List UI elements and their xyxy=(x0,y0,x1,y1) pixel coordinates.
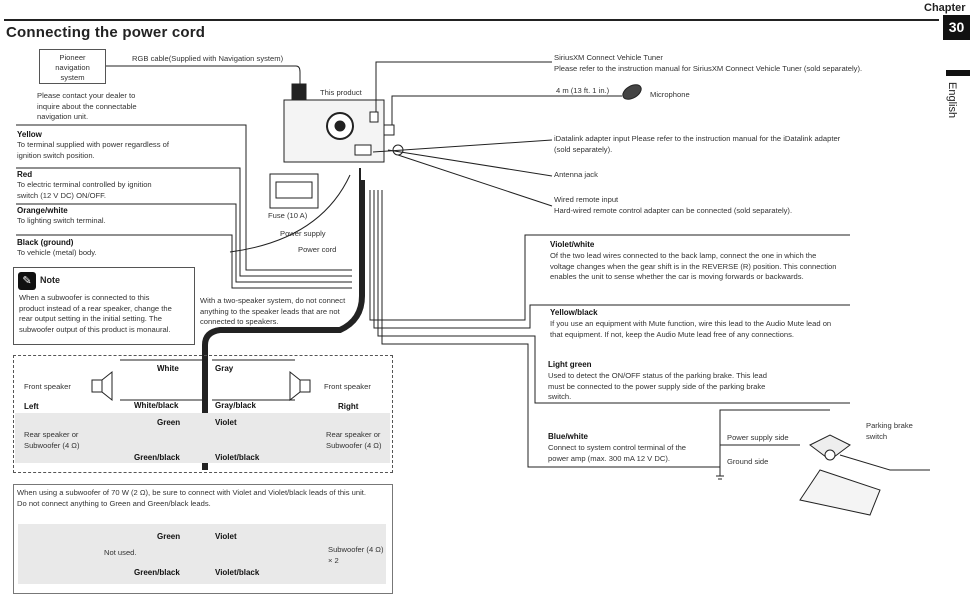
wired-remote-desc: Hard-wired remote control adapter can be… xyxy=(554,206,793,215)
power-supply-side: Power supply side xyxy=(727,433,789,442)
note-title: Note xyxy=(40,275,60,285)
lead-red-name: Red xyxy=(17,170,33,179)
wire-violet: Violet xyxy=(215,418,237,427)
rear-left-bg xyxy=(15,413,200,463)
left-label: Left xyxy=(24,402,39,411)
lead-violet-white-desc: Of the two lead wires connected to the b… xyxy=(550,251,837,281)
note-text: When a subwoofer is connected to this pr… xyxy=(19,293,172,334)
page-title: Connecting the power cord xyxy=(6,24,206,41)
this-product-label: This product xyxy=(320,88,362,97)
not-used-label: Not used. xyxy=(104,548,137,557)
lead-blue-white-desc: Connect to system control terminal of th… xyxy=(548,443,687,463)
rear-right-bg xyxy=(200,413,390,463)
note-pencil-icon: ✎ xyxy=(18,272,36,290)
title-rule xyxy=(4,19,939,21)
lead-orange-desc: To lighting switch terminal. xyxy=(17,216,106,225)
sub-wire-violet-black: Violet/black xyxy=(215,568,260,577)
right-label: Right xyxy=(338,402,359,411)
wire-gray-black: Gray/black xyxy=(215,401,256,410)
idatalink-label: iDatalink adapter input Please refer to … xyxy=(554,134,841,154)
lead-red-desc: To electric terminal controlled by ignit… xyxy=(17,180,152,200)
lead-yellow-black-desc: If you use an equipment with Mute functi… xyxy=(550,319,832,339)
speaker-section xyxy=(13,355,393,473)
wire-white-black: White/black xyxy=(134,401,179,410)
rear-speaker-right: Rear speaker or Subwoofer (4 Ω) xyxy=(326,430,382,450)
mic-length: 4 m (13 ft. 1 in.) xyxy=(556,86,610,95)
lead-yellow-black-name: Yellow/black xyxy=(550,308,598,317)
siriusxm-desc: Please refer to the instruction manual f… xyxy=(554,64,863,73)
microphone-label: Microphone xyxy=(650,90,690,99)
lead-orange-name: Orange/white xyxy=(17,206,68,215)
lead-yellow-name: Yellow xyxy=(17,130,42,139)
wire-violet-black: Violet/black xyxy=(215,453,260,462)
nav-system-box: Pioneer navigation system xyxy=(39,49,106,84)
fuse-label: Fuse (10 A) xyxy=(268,211,308,220)
subwoofer-section xyxy=(13,484,393,594)
front-speaker-right: Front speaker xyxy=(324,382,371,391)
lead-black-desc: To vehicle (metal) body. xyxy=(17,248,97,257)
ground-side: Ground side xyxy=(727,457,769,466)
lead-black-name: Black (ground) xyxy=(17,238,74,247)
note-box xyxy=(13,267,195,345)
subwoofer-note: When using a subwoofer of 70 W (2 Ω), be… xyxy=(17,488,366,508)
sub-wire-green-black: Green/black xyxy=(134,568,180,577)
subwoofer-bg xyxy=(18,524,386,584)
wire-white: White xyxy=(157,364,179,373)
front-speaker-left: Front speaker xyxy=(24,382,71,391)
language-bar xyxy=(946,70,970,76)
lead-blue-white-name: Blue/white xyxy=(548,432,589,441)
lead-yellow-desc: To terminal supplied with power regardle… xyxy=(17,140,169,160)
siriusxm-title: SiriusXM Connect Vehicle Tuner xyxy=(554,53,663,62)
antenna-label: Antenna jack xyxy=(554,170,598,179)
chapter-number: 30 xyxy=(943,15,970,40)
chapter-label: Chapter xyxy=(924,2,966,14)
parking-brake-switch-label: Parking brake switch xyxy=(866,421,913,441)
dealer-note: Please contact your dealer to inquire ab… xyxy=(37,91,137,121)
lead-violet-white-name: Violet/white xyxy=(550,240,595,249)
wired-remote-title: Wired remote input xyxy=(554,195,619,204)
rgb-cable-label: RGB cable(Supplied with Navigation syste… xyxy=(132,54,284,63)
wire-green: Green xyxy=(157,418,181,427)
lead-light-green-desc: Used to detect the ON/OFF status of the … xyxy=(548,371,767,401)
lead-light-green-name: Light green xyxy=(548,360,592,369)
power-cord-label: Power cord xyxy=(298,245,337,254)
subwoofer-label: Subwoofer (4 Ω) × 2 xyxy=(328,545,384,565)
sub-wire-green: Green xyxy=(157,532,181,541)
sub-wire-violet: Violet xyxy=(215,532,237,541)
rear-speaker-left: Rear speaker or Subwoofer (4 Ω) xyxy=(24,430,80,450)
power-supply-label: Power supply xyxy=(280,229,326,238)
two-speaker-note: With a two-speaker system, do not connec… xyxy=(200,296,346,326)
wire-green-black: Green/black xyxy=(134,453,180,462)
wire-gray: Gray xyxy=(215,364,234,373)
